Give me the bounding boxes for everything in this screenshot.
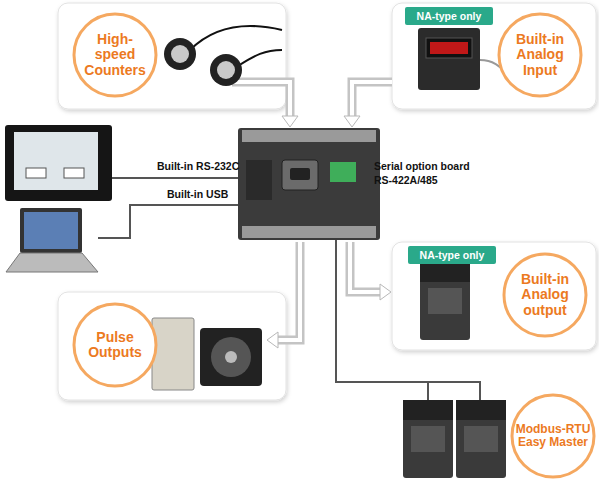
port-label: Serial option board RS-422A/485	[374, 160, 486, 187]
tag-text: NA-type only	[420, 249, 485, 261]
feature-circle: Pulse Outputs	[72, 302, 158, 388]
text-holder: NA-type only	[417, 10, 482, 22]
arrow-head	[267, 332, 278, 348]
text-holder: Built-in Analog output	[510, 272, 580, 318]
laptop-display	[24, 212, 78, 249]
motor-shaft	[225, 351, 237, 363]
hmi-button	[26, 168, 46, 178]
block-arrow	[232, 82, 290, 118]
encoder-cable	[238, 50, 282, 66]
text-holder: High-speed Counters	[79, 32, 151, 78]
inverter-top	[456, 400, 506, 420]
type-tag: NA-type only	[405, 7, 493, 25]
encoder	[164, 38, 196, 70]
serial-wire	[112, 177, 240, 179]
arrow-head	[282, 116, 298, 127]
laptop-screen	[20, 208, 82, 253]
terminal-strip	[242, 130, 376, 142]
feature-name: Pulse Outputs	[80, 330, 150, 361]
circle-outline	[499, 14, 581, 96]
text-holder: Built-in Analog Input	[505, 32, 575, 78]
feature-name: Built-in Analog Input	[505, 32, 575, 78]
block-arrows	[232, 82, 392, 340]
display	[426, 38, 472, 58]
circle-outline	[504, 254, 586, 336]
encoder	[171, 45, 189, 63]
display-digits	[430, 42, 468, 54]
circle-outline	[512, 395, 594, 477]
usb-wire	[98, 205, 240, 238]
feature-panel	[58, 292, 286, 400]
block-arrow	[350, 242, 382, 292]
text-holder: NA-type only	[420, 249, 485, 261]
feature-circle: Built-in Analog output	[502, 252, 588, 338]
laptop-base	[6, 253, 98, 272]
servo-motor	[211, 337, 251, 377]
circle-outline	[74, 304, 156, 386]
inverter	[403, 400, 453, 478]
feature-name: Modbus-RTU Easy Master	[513, 423, 593, 449]
rs485-wire	[336, 240, 480, 400]
option-board	[330, 162, 356, 182]
block-arrow	[350, 242, 382, 292]
inverter-panel	[428, 288, 462, 314]
servo-drive	[152, 318, 194, 390]
text-holder: Modbus-RTU Easy Master	[513, 423, 593, 449]
analog-input-unit	[418, 28, 480, 90]
hmi-frame	[5, 125, 112, 201]
feature-panel	[392, 3, 596, 109]
feature-name: High-speed Counters	[79, 32, 151, 78]
inverter-top	[403, 400, 453, 420]
encoder	[217, 61, 235, 79]
status-leds	[246, 160, 272, 200]
inverter-panel	[464, 426, 498, 452]
tag-text: NA-type only	[417, 10, 482, 22]
feature-name: Built-in Analog output	[510, 272, 580, 318]
type-tag: NA-type only	[408, 246, 496, 264]
arrow-head	[380, 284, 391, 300]
servo-motor	[200, 328, 262, 386]
serial-port	[282, 160, 318, 190]
rs485-wire	[427, 382, 429, 400]
feature-circle: High-speed Counters	[72, 12, 158, 98]
circle-outline	[74, 14, 156, 96]
inverter	[420, 262, 470, 340]
feature-panel	[58, 3, 286, 109]
block-arrow	[232, 82, 290, 118]
feature-circle: Built-in Analog Input	[497, 12, 583, 98]
block-arrow	[276, 242, 300, 340]
hmi-button	[64, 168, 84, 178]
port-label: Built-in USB	[167, 188, 267, 202]
block-arrow	[352, 82, 392, 118]
block-arrow	[276, 242, 300, 340]
block-arrow	[352, 82, 392, 118]
encoder	[210, 54, 242, 86]
text-holder: Pulse Outputs	[80, 330, 150, 361]
inverter-panel	[411, 426, 445, 452]
inverter	[456, 400, 506, 478]
inverter-top	[420, 262, 470, 282]
plc-body	[238, 128, 380, 240]
terminal-strip	[242, 226, 376, 238]
encoder-cable	[190, 26, 282, 50]
serial-port	[290, 168, 310, 180]
hmi-screen	[14, 132, 98, 190]
port-label: Built-in RS-232C	[157, 160, 277, 174]
feature-circle: Modbus-RTU Easy Master	[510, 393, 596, 479]
arrow-head	[344, 116, 360, 127]
feature-panel	[392, 242, 596, 350]
